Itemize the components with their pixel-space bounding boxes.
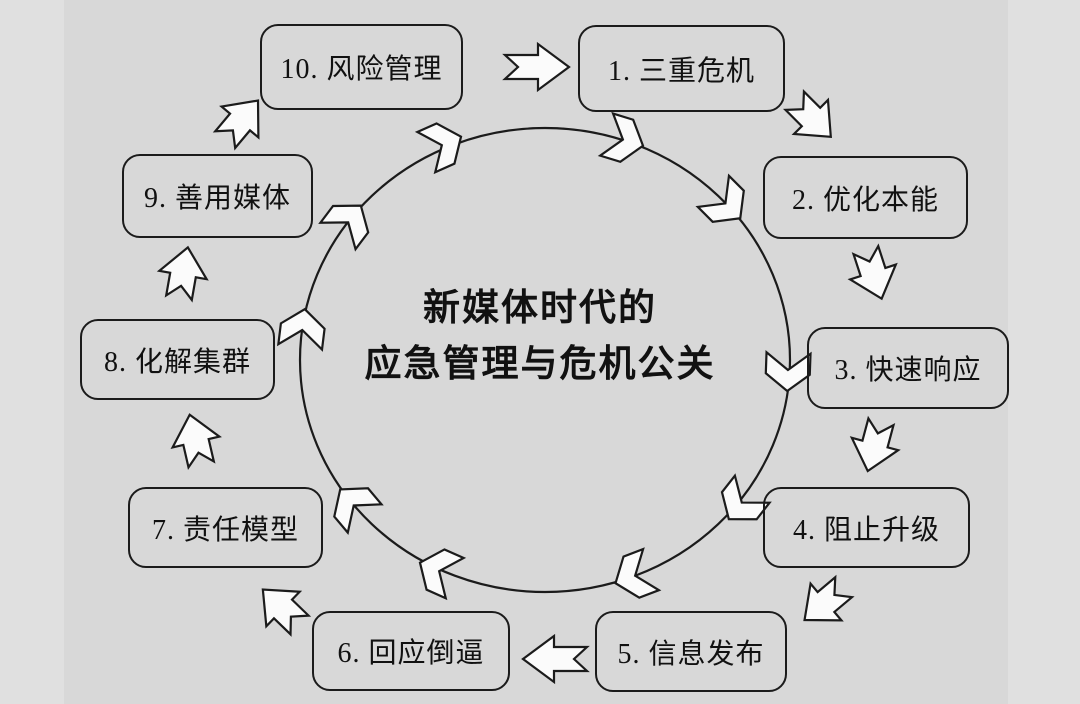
node-label: 10. 风险管理	[280, 54, 443, 85]
arrow-7-to-8-icon	[165, 408, 226, 471]
node-label: 3. 快速响应	[834, 355, 982, 386]
node-box-1: 1. 三重危机	[578, 25, 785, 112]
cycle-chevron-icon	[319, 191, 380, 251]
cycle-chevron-icon	[710, 474, 771, 534]
cycle-chevron-icon	[606, 547, 660, 605]
arrow-10-to-1-icon	[503, 42, 571, 92]
cycle-chevron-icon	[409, 541, 465, 600]
arrow-2-to-3-icon	[841, 241, 906, 308]
node-box-7: 7. 责任模型	[128, 487, 323, 568]
node-label: 1. 三重危机	[607, 55, 755, 87]
arrow-1-to-2-icon	[776, 82, 849, 155]
arrow-4-to-5-icon	[788, 567, 861, 640]
diagram-background-panel	[64, 0, 1008, 704]
node-box-6: 6. 回应倒逼	[312, 611, 510, 691]
node-label: 2. 优化本能	[791, 184, 939, 216]
node-label: 5. 信息发布	[617, 638, 765, 670]
node-label: 8. 化解集群	[103, 346, 251, 378]
diagram-title-line1: 新媒体时代的	[423, 288, 657, 329]
arrow-3-to-4-icon	[843, 414, 906, 479]
node-box-3: 3. 快速响应	[807, 327, 1009, 409]
cycle-circle	[298, 126, 792, 594]
node-box-4: 4. 阻止升级	[763, 487, 970, 568]
diagram-title: 新媒体时代的 应急管理与危机公关	[295, 281, 785, 393]
node-label: 7. 责任模型	[151, 514, 299, 546]
node-label: 6. 回应倒逼	[337, 638, 485, 669]
node-box-5: 5. 信息发布	[595, 611, 787, 692]
node-box-10: 10. 风险管理	[260, 24, 463, 110]
arrow-6-to-7-icon	[245, 571, 318, 644]
cycle-chevron-icon	[599, 112, 651, 168]
node-box-2: 2. 优化本能	[763, 156, 968, 239]
diagram-title-line2: 应急管理与危机公关	[364, 344, 716, 385]
arrow-5-to-6-icon	[521, 634, 589, 684]
cycle-chevron-icon	[416, 115, 472, 174]
node-box-8: 8. 化解集群	[80, 319, 275, 400]
node-label: 9. 善用媒体	[143, 183, 291, 214]
arrow-8-to-9-icon	[154, 242, 213, 303]
node-label: 4. 阻止升级	[792, 514, 940, 546]
node-box-9: 9. 善用媒体	[122, 154, 313, 238]
